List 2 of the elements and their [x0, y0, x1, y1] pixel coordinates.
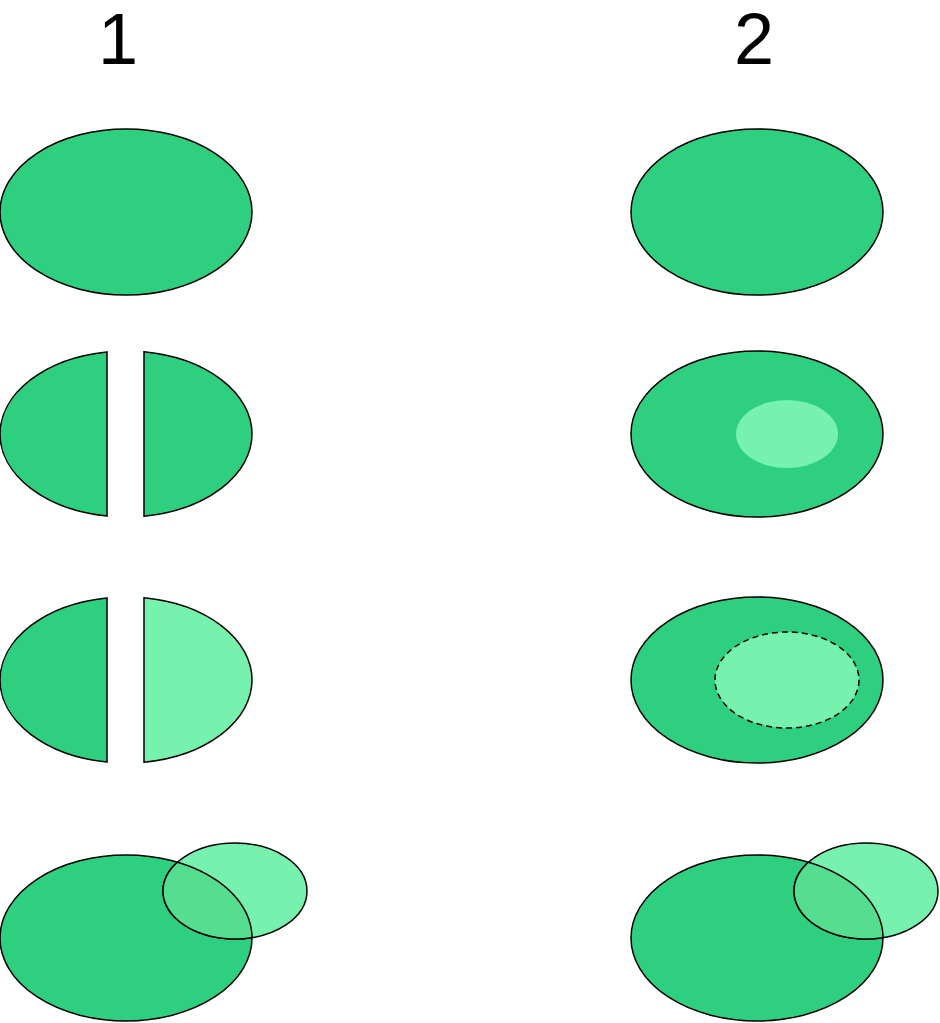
column-number: 1	[96, 3, 139, 75]
column-number: 2	[732, 3, 775, 75]
